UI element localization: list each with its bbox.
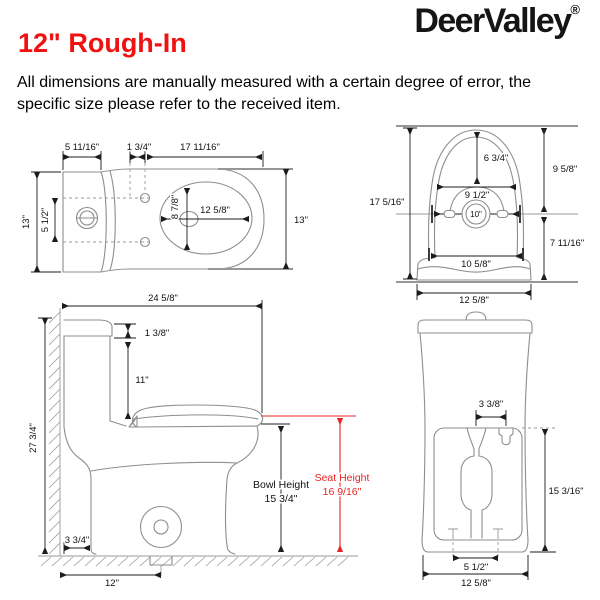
extension-lines <box>422 410 556 580</box>
front-view-drawing <box>417 311 556 560</box>
seat-seam <box>132 414 259 420</box>
bolt-slot-right <box>496 209 509 219</box>
label-bolt-spacing: 5 1/2" <box>40 208 51 233</box>
side-view-dimensions: 24 5/8" 1 3/8" 11" 27 3/4" 3 3/4" 12" Bo… <box>27 292 372 591</box>
disclaimer-line-1: All dimensions are manually measured wit… <box>17 74 532 91</box>
seat-side <box>132 404 264 428</box>
bolt-marks <box>448 528 503 536</box>
floor-hatch <box>40 556 349 567</box>
tank-top-outline <box>62 171 107 273</box>
flush-valve-funnel <box>466 427 487 457</box>
right-extension-lines <box>208 168 293 270</box>
tank-side <box>63 335 127 428</box>
disclaimer-line-2: specific size please refer to the receiv… <box>17 95 341 113</box>
lid-button <box>465 311 487 321</box>
label-tank-height: 11" <box>135 375 148 386</box>
label-seat-height-title: Seat Height <box>315 472 370 484</box>
wall-hatch <box>48 311 61 555</box>
label-outlet: 10" <box>470 210 482 219</box>
label-overall-depth: 24 5/8" <box>148 293 178 304</box>
side-view-drawing <box>38 308 358 576</box>
trap-cap-outer <box>139 505 183 549</box>
trap-cap-inner <box>153 519 169 535</box>
neck-contour <box>109 170 116 271</box>
arch-outer <box>427 129 525 259</box>
seat-opening <box>159 181 253 255</box>
label-seat-width: 8 7/8" <box>170 195 181 220</box>
label-base-rear-depth: 3 3/4" <box>65 535 90 546</box>
label-tank-lid-height: 1 3/8" <box>145 328 170 339</box>
bowl-shelf-contour <box>90 461 238 472</box>
label-overall-height: 17 5/16" <box>369 197 404 208</box>
registered-mark: ® <box>570 2 580 17</box>
label-overall-width-left: 13" <box>21 215 32 229</box>
label-bolt-spacing: 5 1/2" <box>464 562 489 573</box>
brand-logo: DeerValley® <box>414 2 580 41</box>
label-valve-offset: 3 3/8" <box>479 399 504 410</box>
label-bolt-offset: 1 3/4" <box>127 142 152 153</box>
base-outline <box>416 257 532 281</box>
top-view-drawing <box>62 163 293 273</box>
label-inner-height: 15 3/16" <box>548 486 583 497</box>
label-seat-height-value: 16 9/16" <box>323 486 362 498</box>
trapway-recess <box>433 427 523 541</box>
label-base-width: 12 5/8" <box>461 578 491 589</box>
front-view-dimensions: 3 3/8" 15 3/16" 5 1/2" 12 5/8" <box>422 398 585 591</box>
body-right-edge <box>521 332 531 553</box>
page-title: 12" Rough-In <box>18 28 187 58</box>
brand-name: DeerValley <box>414 2 572 40</box>
pedestal-rear-profile <box>63 426 97 555</box>
bolt-slot-left <box>443 209 456 219</box>
label-rough-in: 12" <box>105 578 119 589</box>
trapway-column <box>460 455 493 539</box>
bowl-front-profile <box>224 425 259 555</box>
label-lower-height: 7 11/16" <box>550 238 584 249</box>
label-lower-inner-width: 10 5/8" <box>461 259 491 270</box>
label-bowl-length: 17 11/16" <box>180 142 220 153</box>
fill-valve-shape <box>498 427 514 446</box>
outlet-circle-inner <box>465 203 487 225</box>
bolt-centerlines <box>63 163 152 243</box>
label-bowl-height-title: Bowl Height <box>253 479 309 491</box>
label-seat-length: 12 5/8" <box>200 205 230 216</box>
wall-ticks <box>428 205 524 261</box>
label-bowl-width-right: 13" <box>294 215 308 226</box>
label-upper-inner-width: 9 1/2" <box>465 190 490 201</box>
top-view-dimensions: 5 11/16" 1 3/4" 17 11/16" 13" 5 1/2" 8 7… <box>20 141 309 273</box>
bowl-top-outline <box>100 168 265 273</box>
label-upper-height: 9 5/8" <box>553 164 578 175</box>
label-top-to-dome: 6 3/4" <box>484 153 509 164</box>
rear-view-dimensions: 17 5/16" 6 3/4" 9 1/2" 10" 9 5/8" 7 11/1… <box>368 127 586 308</box>
base-contour <box>417 266 531 273</box>
tank-lid-side <box>63 319 113 337</box>
label-tank-depth: 5 11/16" <box>65 142 99 153</box>
tank-lid-front <box>417 319 533 334</box>
disclaimer-text: All dimensions are manually measured wit… <box>17 72 592 115</box>
body-left-edge <box>419 332 429 553</box>
label-overall-height: 27 3/4" <box>28 423 39 453</box>
label-base-width: 12 5/8" <box>459 295 489 306</box>
label-bowl-height-value: 15 3/4" <box>265 493 298 505</box>
